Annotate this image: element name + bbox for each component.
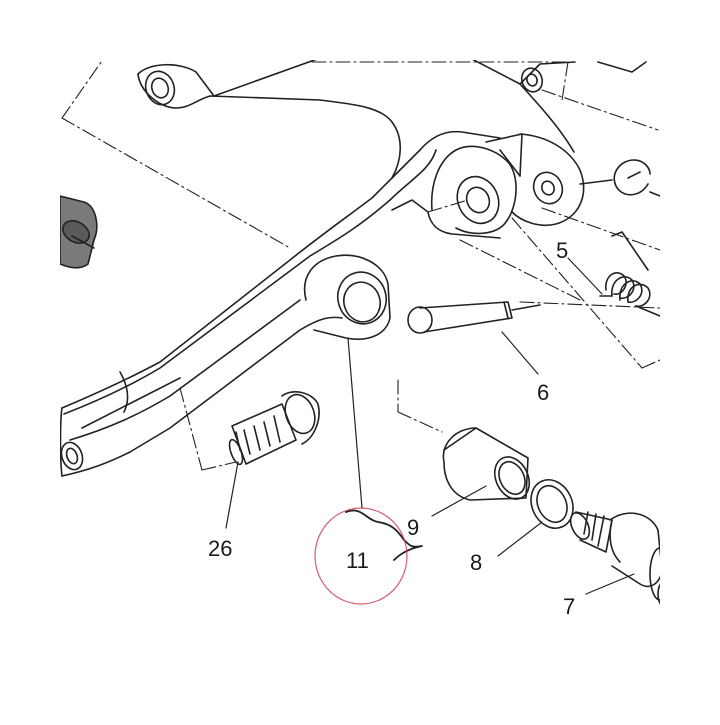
- pedal-arm: [60, 60, 576, 477]
- return-spring: [599, 231, 660, 317]
- callout-11: 11: [346, 548, 369, 573]
- rubber-pad: [60, 195, 98, 269]
- callout-26: 26: [208, 536, 232, 561]
- highlight-circle: [314, 507, 408, 605]
- pivot-pin: [407, 301, 541, 334]
- leader-lines: [225, 257, 635, 595]
- bolt-26: [228, 391, 320, 466]
- bushing-9: [442, 427, 531, 501]
- callout-8: 8: [470, 550, 482, 575]
- circlip: [579, 159, 660, 197]
- callout-5: 5: [556, 238, 568, 263]
- washer-8: [530, 479, 574, 529]
- callout-7: 7: [563, 594, 575, 619]
- frame-mount-hole: [520, 61, 647, 93]
- centerlines: [61, 60, 660, 471]
- arm-mount-hole: [144, 70, 176, 106]
- shoulder-bolt-7: [569, 511, 660, 605]
- callout-6: 6: [537, 380, 549, 405]
- pivot-boss: [430, 133, 585, 235]
- callout-9: 9: [407, 515, 419, 540]
- arm-bushing-bore: [303, 254, 391, 340]
